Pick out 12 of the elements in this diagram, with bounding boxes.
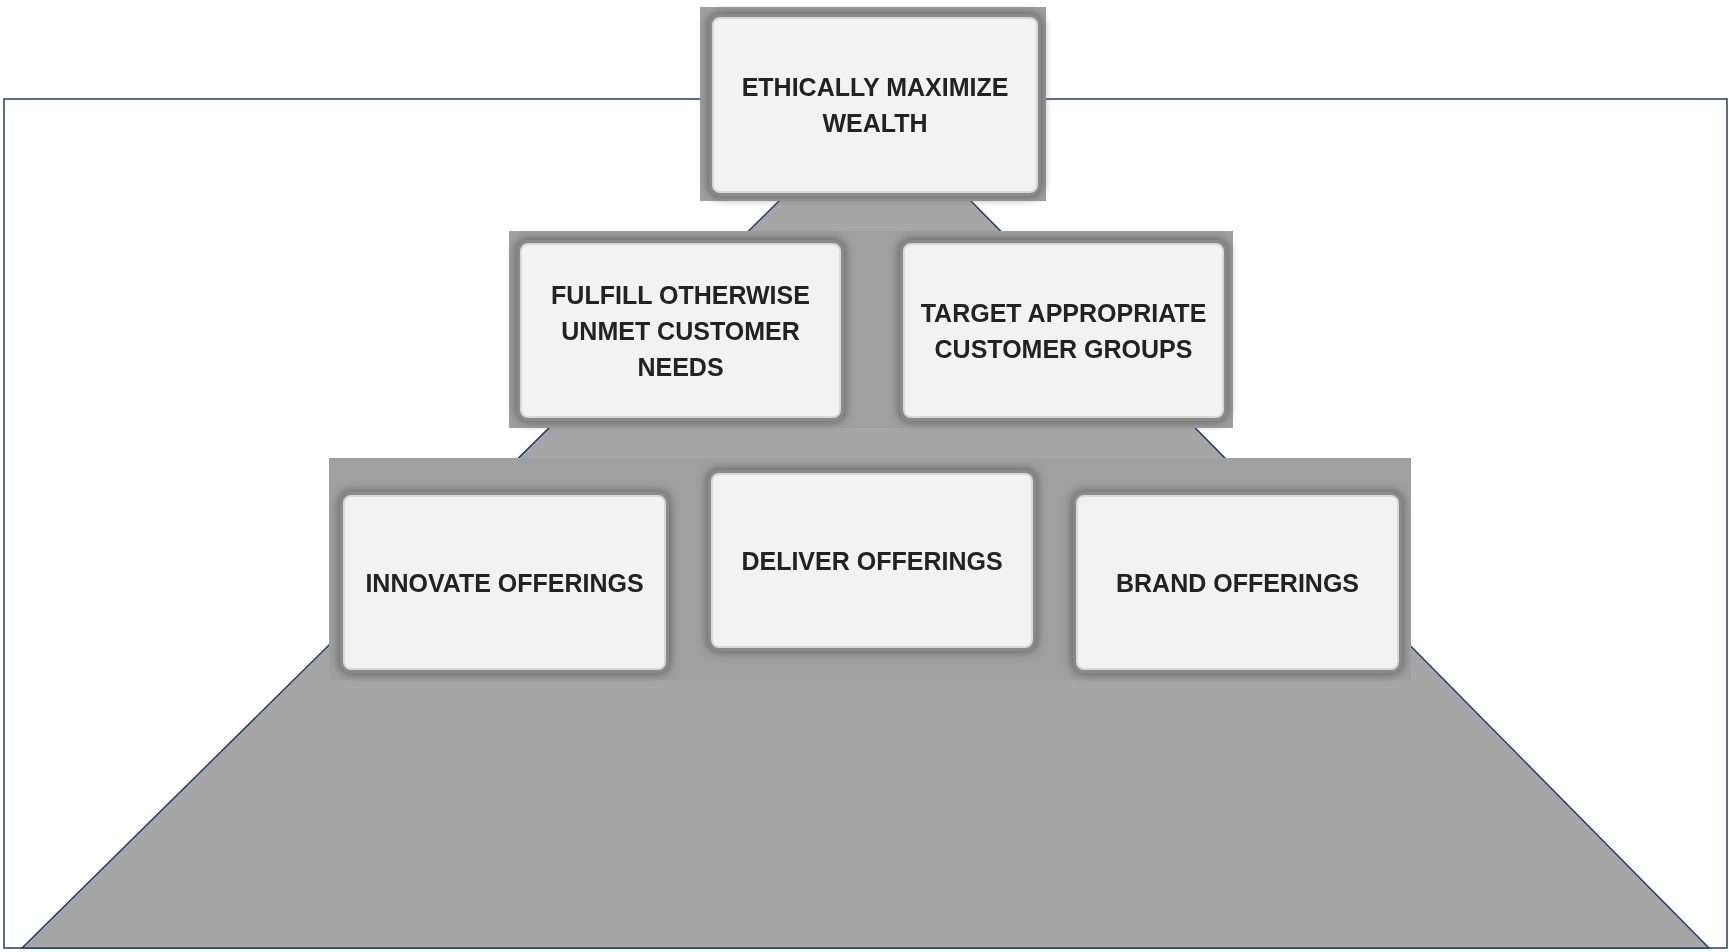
goal-box xyxy=(903,243,1224,418)
box-label: ETHICALLY MAXIMIZE WEALTH xyxy=(740,72,1010,139)
goal-box xyxy=(712,17,1038,193)
goal-box xyxy=(1076,495,1399,670)
box-label: DELIVER OFFERINGS xyxy=(740,545,1004,577)
box-label: BRAND OFFERINGS xyxy=(1114,567,1361,599)
box-label: FULFILL OTHERWISE UNMET CUSTOMER NEEDS xyxy=(550,279,811,383)
goal-box xyxy=(343,495,666,670)
box-label: TARGET APPROPRIATE CUSTOMER GROUPS xyxy=(919,297,1208,365)
goal-box xyxy=(711,473,1033,648)
goal-box xyxy=(520,243,841,418)
box-label: INNOVATE OFFERINGS xyxy=(364,567,645,599)
